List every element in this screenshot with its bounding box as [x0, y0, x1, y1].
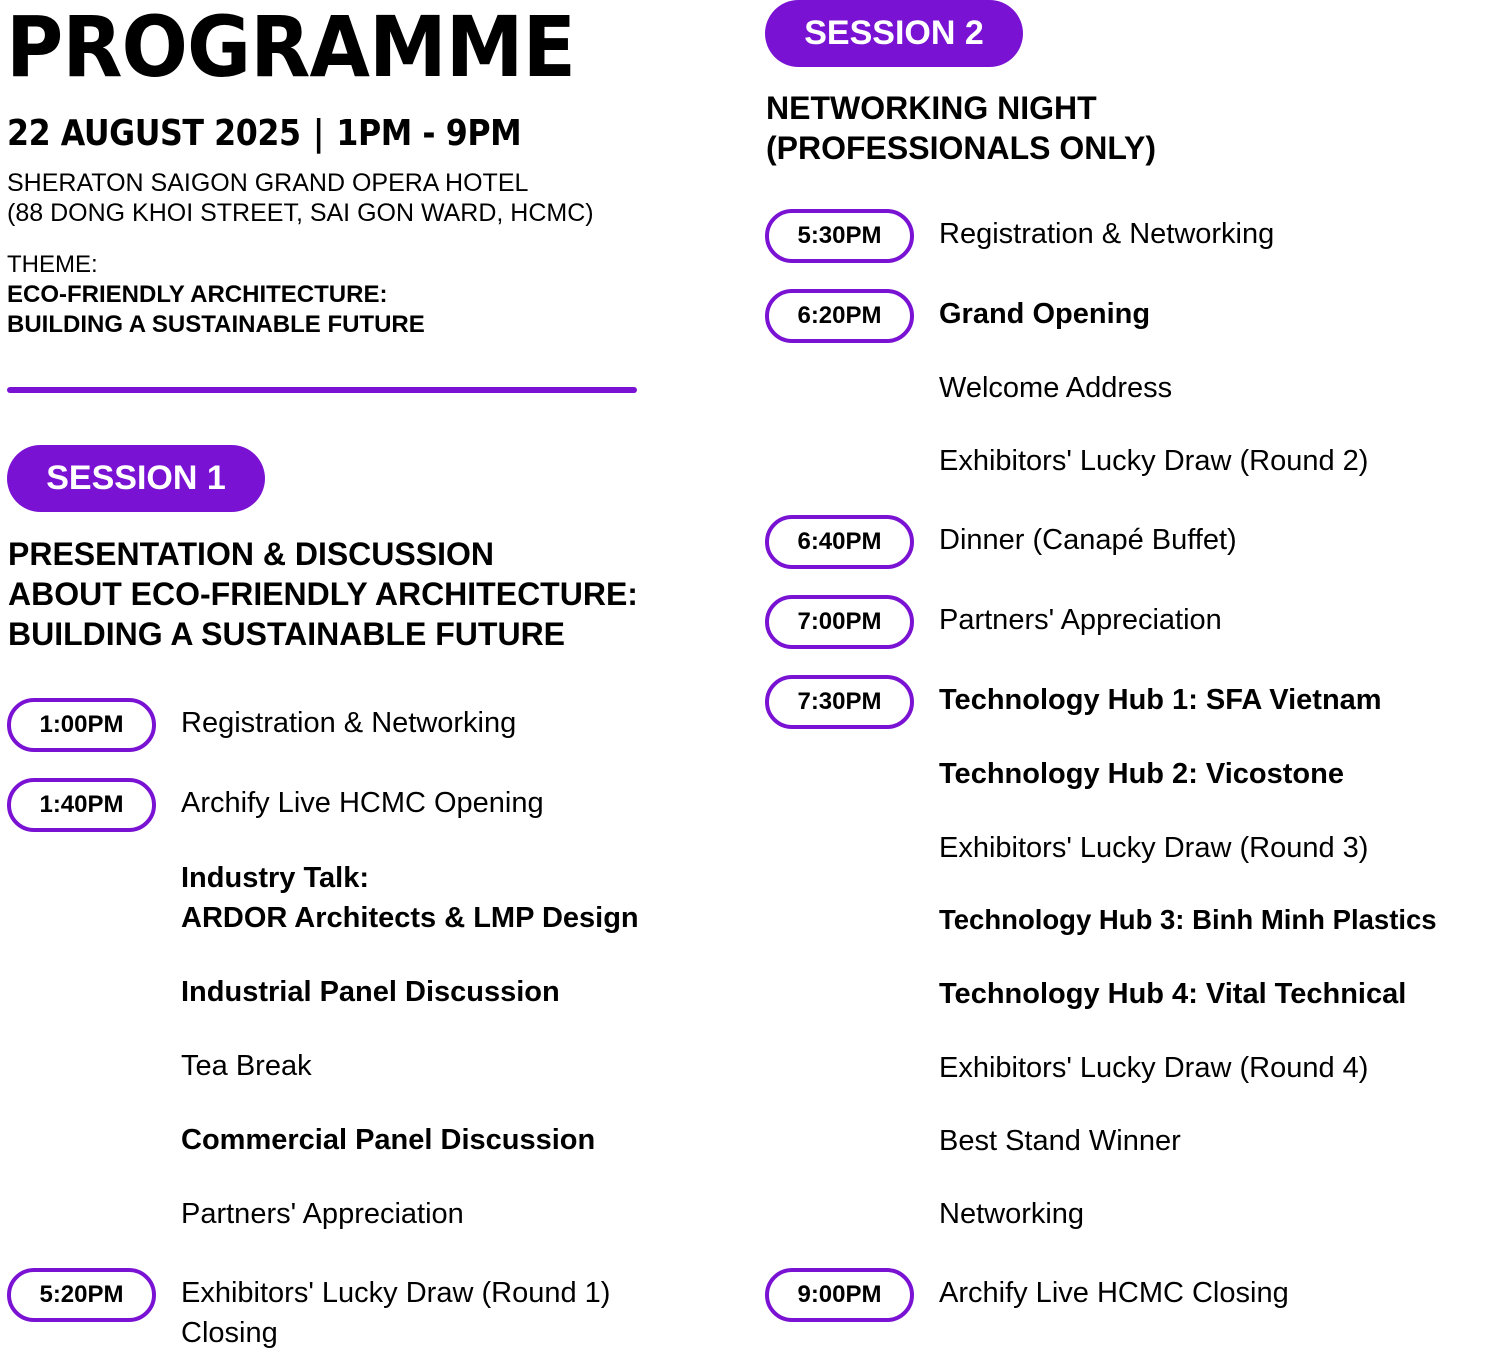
time-badge: 7:30PM: [765, 675, 914, 729]
agenda-item: Tea Break: [181, 1050, 312, 1082]
agenda-item: Networking: [939, 1198, 1085, 1230]
date-time-separator: |: [312, 113, 325, 154]
agenda-item: Technology Hub 4: Vital Technical: [939, 978, 1407, 1010]
event-time: 1PM - 9PM: [336, 113, 522, 154]
agenda-item: Archify Live HCMC Closing: [939, 1277, 1289, 1309]
venue-address: (88 DONG KHOI STREET, SAI GON WARD, HCMC…: [7, 199, 594, 227]
theme-line-2: BUILDING A SUSTAINABLE FUTURE: [7, 311, 425, 338]
section-divider: [7, 387, 637, 393]
agenda-item: Technology Hub 3: Binh Minh Plastics: [939, 904, 1437, 935]
agenda-item: Archify Live HCMC Opening: [181, 787, 544, 819]
time-badge: 6:20PM: [765, 289, 914, 343]
session-2-badge: SESSION 2: [765, 0, 1023, 67]
agenda-item: Partners' Appreciation: [181, 1198, 464, 1230]
agenda-item: Grand Opening: [939, 298, 1151, 330]
time-badge: 9:00PM: [765, 1268, 914, 1322]
time-badge: 1:00PM: [7, 698, 156, 752]
agenda-item: Exhibitors' Lucky Draw (Round 1): [181, 1277, 611, 1309]
session-2-heading-line-1: NETWORKING NIGHT: [766, 90, 1097, 126]
agenda-item: Industrial Panel Discussion: [181, 976, 560, 1008]
agenda-item: Best Stand Winner: [939, 1125, 1181, 1157]
time-badge: 6:40PM: [765, 515, 914, 569]
agenda-item: Technology Hub 1: SFA Vietnam: [939, 684, 1382, 716]
event-date-time: 22 AUGUST 2025 | 1PM - 9PM: [7, 110, 522, 158]
time-badge: 5:20PM: [7, 1268, 156, 1322]
session-1-badge: SESSION 1: [7, 445, 265, 512]
agenda-item: Registration & Networking: [939, 218, 1275, 250]
session-1-heading-line-2: ABOUT ECO-FRIENDLY ARCHITECTURE:: [8, 576, 638, 612]
agenda-item: Welcome Address: [939, 372, 1173, 404]
agenda-item: Exhibitors' Lucky Draw (Round 2): [939, 445, 1369, 477]
agenda-item: Industry Talk:: [181, 862, 369, 894]
time-badge: 1:40PM: [7, 778, 156, 832]
agenda-item: Exhibitors' Lucky Draw (Round 4): [939, 1052, 1369, 1084]
page-title: PROGRAMME: [6, 0, 576, 96]
agenda-item: ARDOR Architects & LMP Design: [181, 902, 639, 934]
theme-label: THEME:: [7, 251, 98, 278]
agenda-item: Closing: [181, 1317, 278, 1349]
event-date: 22 AUGUST 2025: [7, 113, 301, 154]
agenda-item: Partners' Appreciation: [939, 604, 1222, 636]
time-badge: 5:30PM: [765, 209, 914, 263]
session-2-heading-line-2: (PROFESSIONALS ONLY): [766, 130, 1156, 166]
session-1-heading-line-1: PRESENTATION & DISCUSSION: [8, 536, 494, 572]
session-1-heading-line-3: BUILDING A SUSTAINABLE FUTURE: [8, 616, 566, 652]
time-badge: 7:00PM: [765, 595, 914, 649]
agenda-item: Dinner (Canapé Buffet): [939, 524, 1237, 556]
agenda-item: Commercial Panel Discussion: [181, 1124, 596, 1156]
agenda-item: Registration & Networking: [181, 707, 517, 739]
agenda-item: Technology Hub 2: Vicostone: [939, 758, 1344, 790]
agenda-item: Exhibitors' Lucky Draw (Round 3): [939, 832, 1369, 864]
theme-line-1: ECO-FRIENDLY ARCHITECTURE:: [7, 281, 388, 308]
venue-name: SHERATON SAIGON GRAND OPERA HOTEL: [7, 169, 529, 197]
